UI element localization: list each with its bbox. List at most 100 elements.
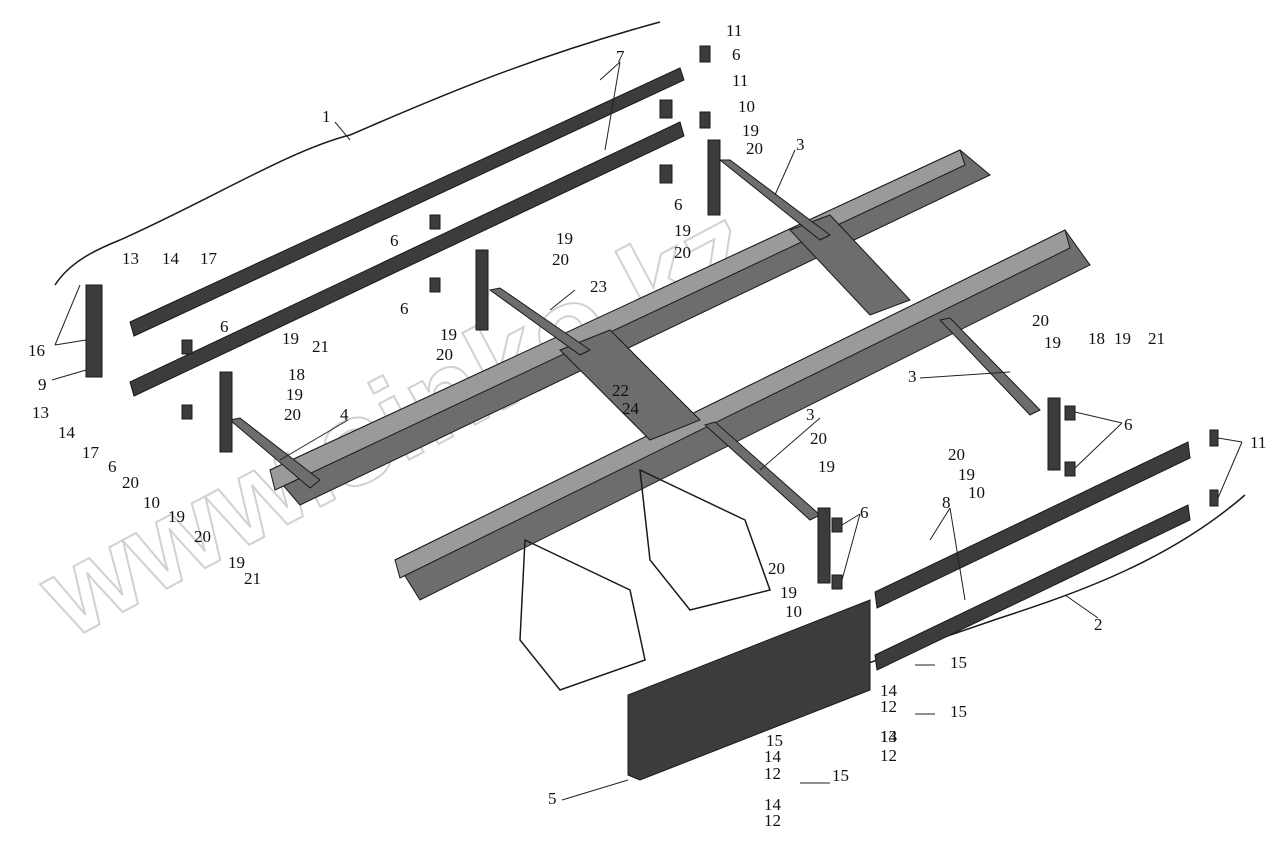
label-12-a: 12 — [880, 697, 897, 716]
part-6-pad-9 — [831, 517, 843, 533]
label-12-d: 12 — [764, 811, 781, 830]
label-20-c: 20 — [552, 250, 569, 269]
label-11-b: 11 — [732, 71, 748, 90]
tank-frame-right — [639, 468, 771, 611]
label-6-f: 6 — [108, 457, 117, 476]
label-21-b: 21 — [1148, 329, 1165, 348]
part-3-bracket-right — [939, 317, 1041, 416]
part-7-rail-upper — [129, 67, 685, 337]
label-15-d: 15 — [832, 766, 849, 785]
label-10-c: 10 — [968, 483, 985, 502]
label-18-b: 18 — [1088, 329, 1105, 348]
label-15-c: 15 — [766, 731, 783, 750]
label-19-a: 19 — [742, 121, 759, 140]
part-11-pad-1 — [699, 45, 711, 63]
label-14-f: 14 — [764, 795, 782, 814]
label-17-a: 17 — [200, 249, 218, 268]
label-20-f: 20 — [122, 473, 139, 492]
label-6-b: 6 — [674, 195, 683, 214]
label-11-c: 11 — [1250, 433, 1266, 452]
part-10-plate-rear — [707, 139, 721, 216]
part-10-plate-right — [1047, 397, 1061, 471]
label-8: 8 — [942, 493, 951, 512]
label-14-e: 14 — [764, 747, 782, 766]
leader-lines — [51, 61, 1243, 801]
part-10-plate-front — [817, 507, 831, 584]
label-20-g: 20 — [194, 527, 211, 546]
part-6-pad-10 — [831, 574, 843, 590]
label-14-d: 14 — [880, 727, 898, 746]
label-9: 9 — [38, 375, 47, 394]
label-15-a: 15 — [950, 653, 967, 672]
chassis-beam-right-top — [394, 229, 1071, 579]
label-4: 4 — [340, 405, 349, 424]
label-10-a: 10 — [738, 97, 755, 116]
label-6-a: 6 — [732, 45, 741, 64]
part-6-pad-2 — [659, 164, 673, 184]
label-19-g: 19 — [168, 507, 185, 526]
part-10-plate-left — [219, 371, 233, 453]
label-14-c: 14 — [880, 681, 898, 700]
label-19-e: 19 — [282, 329, 299, 348]
part-6-pad-3 — [429, 214, 441, 230]
label-13-c: 13 — [880, 727, 897, 746]
label-19-b: 19 — [674, 221, 691, 240]
label-19-c: 19 — [556, 229, 573, 248]
label-20-k: 20 — [768, 559, 785, 578]
label-10-b: 10 — [143, 493, 160, 512]
label-18-a: 18 — [288, 365, 305, 384]
label-20-e: 20 — [284, 405, 301, 424]
part-11-pad-3 — [1209, 429, 1219, 447]
part-6-pad-5 — [181, 339, 193, 355]
label-20-a: 20 — [746, 139, 763, 158]
label-23: 23 — [590, 277, 607, 296]
part-6-pad-4 — [429, 277, 441, 293]
part-8-rail-lower — [874, 504, 1191, 671]
label-19-l: 19 — [818, 457, 835, 476]
label-20-i: 20 — [948, 445, 965, 464]
label-21-a: 21 — [312, 337, 329, 356]
part-9-plate — [85, 284, 103, 378]
label-20-b: 20 — [674, 243, 691, 262]
label-17-b: 17 — [82, 443, 100, 462]
label-12-c: 12 — [764, 764, 781, 783]
part-7-rail-lower — [129, 121, 685, 397]
part-11-pad-2 — [699, 111, 711, 129]
label-19-m: 19 — [780, 583, 797, 602]
part-11-pad-4 — [1209, 489, 1219, 507]
label-7: 7 — [616, 47, 625, 66]
label-1: 1 — [322, 107, 331, 126]
label-16: 16 — [28, 341, 45, 360]
part-3-bracket-front — [704, 421, 821, 521]
label-21-c: 21 — [244, 569, 261, 588]
label-11-a: 11 — [726, 21, 742, 40]
label-19-h: 19 — [228, 553, 245, 572]
label-13-a: 13 — [122, 249, 139, 268]
part-6-pad-6 — [181, 404, 193, 420]
part-6-pad-8 — [1064, 461, 1076, 477]
label-14-a: 14 — [162, 249, 180, 268]
part-6-pad-7 — [1064, 405, 1076, 421]
label-6-h: 6 — [860, 503, 869, 522]
label-22: 22 — [612, 381, 629, 400]
label-6-g: 6 — [1124, 415, 1133, 434]
label-6-c: 6 — [390, 231, 399, 250]
label-19-k: 19 — [958, 465, 975, 484]
label-15-b: 15 — [950, 702, 967, 721]
part-1-side-outline — [54, 21, 661, 286]
label-3-right: 3 — [908, 367, 917, 386]
part-4-bracket — [228, 417, 321, 489]
label-6-e: 6 — [220, 317, 229, 336]
chassis-beam-left-top — [269, 149, 966, 491]
label-14-b: 14 — [58, 423, 76, 442]
part-23-bracket — [488, 287, 591, 356]
label-24: 24 — [622, 399, 640, 418]
part-labels: 1 2 3 3 3 4 5 6 6 6 6 6 6 6 6 7 8 9 10 1… — [28, 21, 1266, 830]
label-20-j: 20 — [810, 429, 827, 448]
label-12-b: 12 — [880, 746, 897, 765]
part-6-pad-1 — [659, 99, 673, 119]
part-8-rail-upper — [874, 441, 1191, 609]
label-19-d: 19 — [440, 325, 457, 344]
